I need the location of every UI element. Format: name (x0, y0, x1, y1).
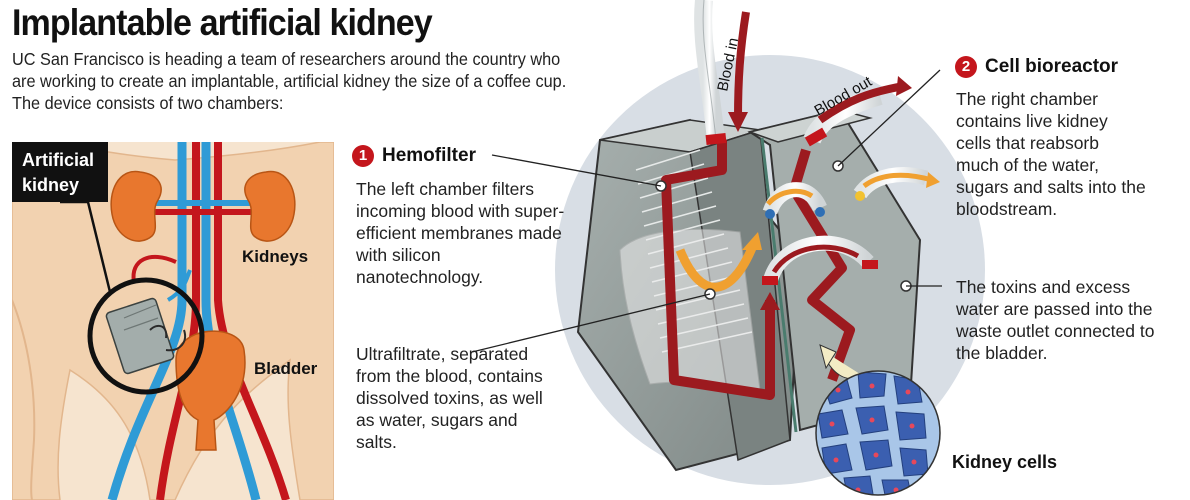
left-kidney (110, 170, 162, 242)
kidneys-label: Kidneys (242, 247, 308, 266)
bioreactor-title: 2 Cell bioreactor (955, 56, 1118, 78)
device-label-box (12, 142, 108, 202)
device-magnifier-ring (87, 277, 205, 395)
hemofilter-leader (491, 154, 662, 187)
kidney-cells-ring (815, 370, 941, 496)
intro-text: UC San Francisco is heading a team of re… (12, 49, 567, 113)
ultrafiltrate-arrow (675, 246, 757, 292)
bioreactor-leader (837, 69, 941, 167)
ultrafiltrate-leader (471, 293, 711, 353)
bladder (175, 330, 246, 451)
arm-outline (12, 299, 36, 500)
hemofilter-chamber (576, 118, 802, 472)
ultrafiltrate-description: Ultrafiltrate, separated from the blood,… (356, 344, 543, 452)
hemofilter-number-badge: 1 (352, 145, 374, 167)
hemofilter-title: 1 Hemofilter (352, 145, 476, 167)
blood-out-arrow (817, 82, 905, 124)
bioreactor-title-text: Cell bioreactor (985, 56, 1119, 77)
bioreactor-number-badge: 2 (955, 56, 977, 78)
vein-left (107, 142, 187, 500)
implanted-device (105, 254, 192, 375)
right-kidney (244, 170, 296, 242)
page-title: Implantable artificial kidney (12, 2, 433, 43)
kidney-cells-label: Kidney cells (952, 452, 1057, 472)
hemofilter-blood-path (661, 140, 775, 400)
device-label-line1: Artificial (22, 150, 94, 170)
connector-tubes (694, 0, 940, 285)
device-label-line2: kidney (22, 175, 79, 195)
waste-description: The toxins and excess water are passed i… (956, 277, 1155, 363)
body-panel: Artificial kidney Kidneys Bladder (12, 142, 334, 500)
kidney-cells-magnified (816, 371, 940, 495)
bladder-label: Bladder (254, 359, 318, 378)
blood-in-arrow (734, 11, 750, 119)
hemofilter-title-text: Hemofilter (382, 145, 476, 166)
bioreactor-description: The right chamber contains live kidney c… (956, 89, 1146, 219)
hemofilter-description: The left chamber filters incoming blood … (356, 179, 565, 287)
